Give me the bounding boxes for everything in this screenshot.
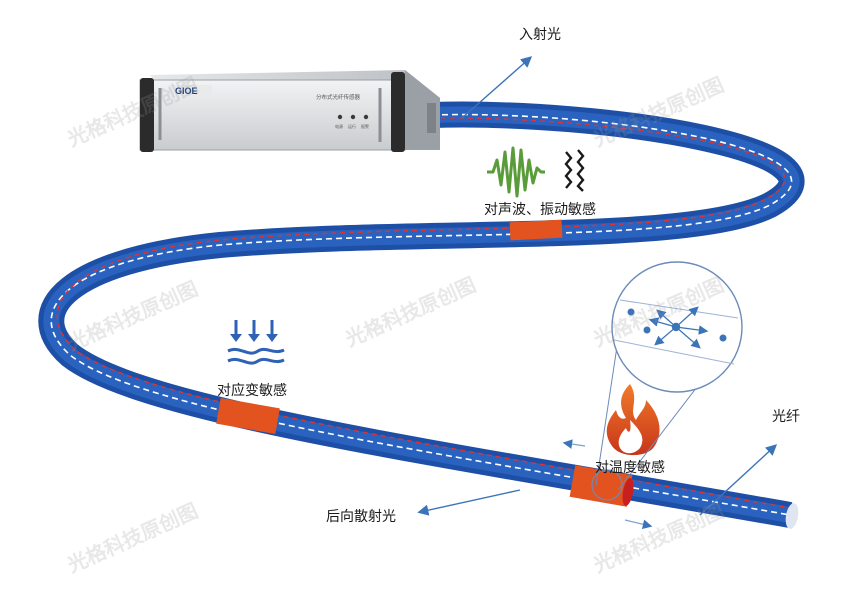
sensor-band-cross-section (622, 478, 634, 506)
indicator-label-1: 运行 (348, 123, 356, 129)
fiber-end (785, 503, 799, 529)
indicator-label-2: 报警 (361, 123, 369, 129)
indicator-alarm (363, 114, 369, 120)
backscatter-label: 后向散射光 (326, 509, 396, 525)
acoustic-wave-icon (487, 146, 545, 198)
device-name: 分布式光纤传感器 (316, 93, 361, 101)
scatter-arrows (648, 306, 709, 349)
device-brand: GIOE (175, 86, 198, 96)
fiber-label: 光纤 (772, 409, 800, 425)
backscatter-arrow (417, 489, 521, 516)
sensor-band-strain (216, 397, 280, 435)
incident-light-label: 入射光 (519, 27, 561, 43)
fiber-highlight-ring (591, 469, 623, 501)
fiber-label-arrow (699, 444, 778, 516)
light-arrows (417, 56, 778, 529)
indicator-power (337, 114, 343, 120)
device-handle-right (391, 72, 405, 152)
acoustic-vibration-label: 对声波、振动敏感 (484, 202, 596, 218)
magnifier-line-left (595, 339, 619, 486)
dts-rack-device: GIOE 分布式光纤传感器 电源 运行 报警 (139, 70, 440, 152)
incident-light-arrow (461, 56, 533, 119)
device-brand-strip (168, 85, 212, 97)
device-handle-left (140, 78, 154, 152)
small-arrow-left (562, 439, 586, 449)
indicator-label-0: 电源 (335, 123, 343, 129)
flame-icon (606, 384, 660, 456)
lens-guide-top (619, 299, 739, 319)
indicator-run (350, 114, 356, 120)
small-arrow-right (624, 519, 653, 529)
vibration-icon (564, 149, 585, 192)
strain-label: 对应变敏感 (217, 383, 287, 399)
fiber-red-dash (56, 117, 791, 509)
temperature-label: 对温度敏感 (595, 460, 665, 476)
strain-pressure-icon (227, 320, 285, 365)
device-vent (427, 103, 436, 133)
lens-guide-bottom (613, 339, 735, 365)
magnifier (591, 261, 743, 501)
sensor-band-acoustic (509, 219, 563, 241)
